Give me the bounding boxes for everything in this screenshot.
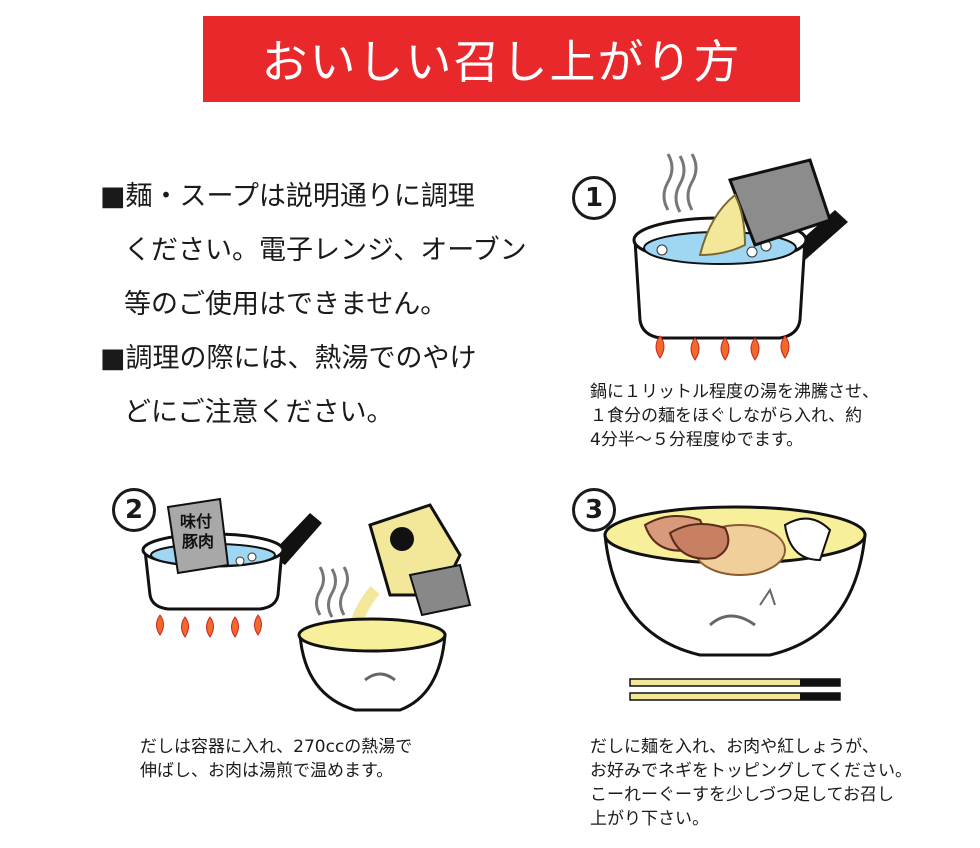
note-line: 等のご使用はできません。 — [124, 289, 448, 320]
note-line: どにご注意ください。 — [124, 397, 394, 428]
note-line: ■調理の際には、熱湯でのやけ — [100, 343, 477, 374]
caption-line: だしは容器に入れ、270ccの熱湯で — [140, 737, 413, 757]
sachet-label-line: 味付 — [180, 512, 212, 531]
page-title: おいしい召し上がり方 — [261, 35, 742, 89]
caption-line: 鍋に１リットル程度の湯を沸騰させ、 — [590, 382, 879, 402]
caption-line: こーれーぐーすを少しづつ足してお召し — [590, 785, 894, 805]
step-1-number: 1 — [572, 170, 616, 220]
caption-line: １食分の麺をほぐしながら入れ、約 — [590, 406, 863, 426]
step-2-illustration: 味付 豚肉 — [141, 497, 472, 712]
caption-line: 4分半～５分程度ゆでます。 — [590, 430, 804, 450]
note-1: ■麺・スープは説明通りに調理 ください。電子レンジ、オーブン 等のご使用はできま… — [100, 170, 540, 332]
step-3-number: 3 — [572, 482, 616, 532]
caption-line: お好みでネギをトッピングしてください。 — [590, 761, 912, 781]
title-banner: おいしい召し上がり方 — [203, 16, 800, 102]
step-2-caption: だしは容器に入れ、270ccの熱湯で 伸ばし、お肉は湯煎で温めます。 — [140, 735, 412, 783]
step-3-illustration — [603, 505, 867, 701]
step-1-caption: 鍋に１リットル程度の湯を沸騰させ、 １食分の麺をほぐしながら入れ、約 4分半～５… — [590, 380, 879, 452]
note-line: ■麺・スープは説明通りに調理 — [100, 181, 475, 212]
caption-line: 伸ばし、お肉は湯煎で温めます。 — [140, 761, 394, 781]
cooking-notes: ■麺・スープは説明通りに調理 ください。電子レンジ、オーブン 等のご使用はできま… — [100, 170, 540, 440]
note-line: ください。電子レンジ、オーブン — [124, 235, 527, 266]
step-1-illustration — [632, 153, 848, 361]
sachet-label-line: 豚肉 — [182, 532, 214, 551]
caption-line: だしに麺を入れ、お肉や紅しょうが、 — [590, 737, 879, 757]
note-2: ■調理の際には、熱湯でのやけ どにご注意ください。 — [100, 332, 540, 440]
step-2-number: 2 — [112, 482, 156, 532]
caption-line: 上がり下さい。 — [590, 809, 709, 829]
step-3-caption: だしに麺を入れ、お肉や紅しょうが、 お好みでネギをトッピングしてください。 こー… — [590, 735, 912, 831]
